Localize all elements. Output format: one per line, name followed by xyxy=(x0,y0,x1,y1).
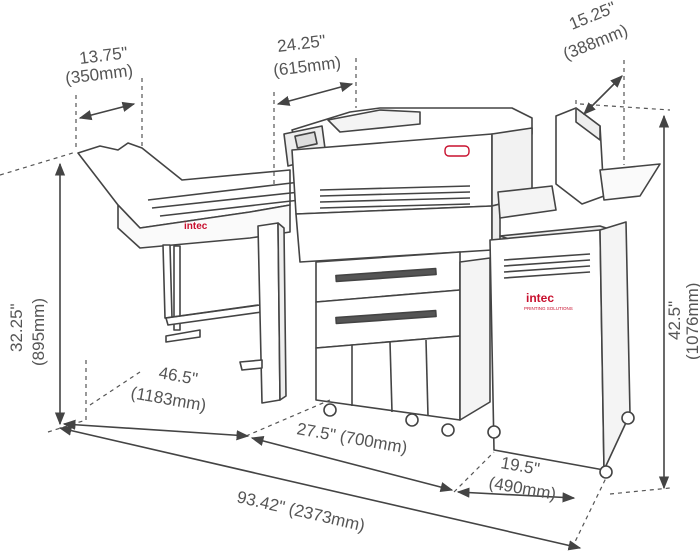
feeder-width-mm: (350mm) xyxy=(64,61,134,88)
overall-length-arrow xyxy=(58,425,582,551)
printer-badge-icon xyxy=(444,145,470,157)
finisher-brand-tagline: PRINTING SOLUTIONS xyxy=(524,306,573,311)
printer-width-arrow xyxy=(276,82,354,106)
feeder-width-arrow xyxy=(78,101,136,121)
finisher-brand-logo: intec xyxy=(526,291,554,305)
feeder-height-inches: 32.25" xyxy=(7,303,26,352)
printer-width-inches: 24.25" xyxy=(276,31,327,56)
printer-depth-label: 27.5" (700mm) xyxy=(295,419,408,457)
overall-left-arrow xyxy=(62,419,250,441)
dimension-arrows xyxy=(54,75,670,551)
printer-unit xyxy=(283,107,533,437)
feeder-unit xyxy=(77,142,301,404)
printer-width-mm: (615mm) xyxy=(272,53,342,80)
finisher-depth-mm: (490mm) xyxy=(487,473,557,504)
feeder-depth-inches: 46.5" xyxy=(157,363,199,389)
feeder-brand-logo: intec xyxy=(184,221,208,232)
finisher-width-arrow xyxy=(583,75,623,115)
feeder-height-mm: (895mm) xyxy=(29,298,48,366)
total-height-inches: 42.5" xyxy=(665,301,684,340)
total-height-mm: (1076mm) xyxy=(683,283,700,360)
finisher-unit xyxy=(487,107,661,479)
